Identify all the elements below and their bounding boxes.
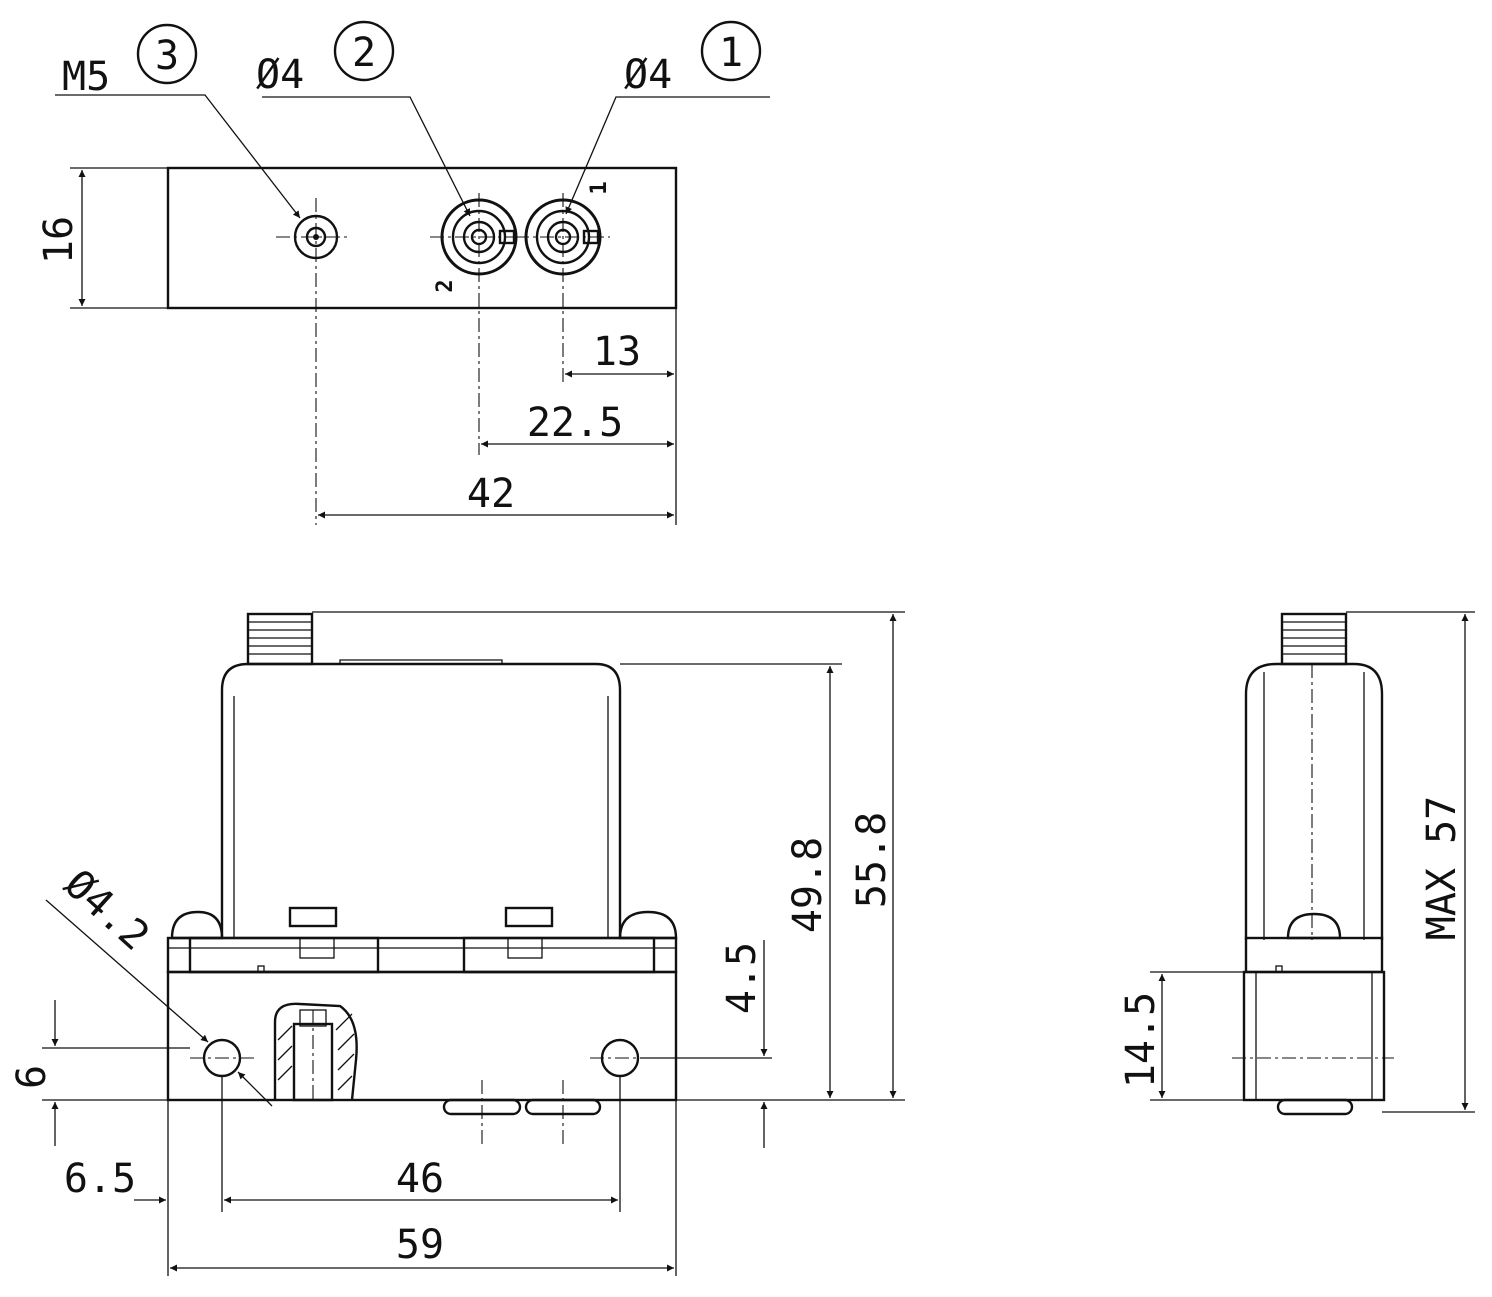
dim-14-5: 14.5 bbox=[1118, 974, 1166, 1098]
top-view: 2 1 3 M5 2 Ø4 1 Ø4 16 bbox=[36, 20, 770, 525]
coil-housing bbox=[220, 662, 622, 938]
dim-59: 59 bbox=[170, 1222, 674, 1272]
port-mark-2: 2 bbox=[433, 279, 458, 292]
dim-14-5-label: 14.5 bbox=[1118, 992, 1164, 1088]
dim-4-5: 4.5 bbox=[719, 940, 768, 1148]
dim-max-57-label: MAX 57 bbox=[1419, 796, 1465, 941]
callout-1: 1 Ø4 bbox=[565, 20, 770, 215]
port-mark-1: 1 bbox=[587, 181, 612, 194]
callout-1-number: 1 bbox=[719, 30, 743, 76]
callout-3-thread: M5 bbox=[62, 54, 110, 100]
dim-6-5-label: 6.5 bbox=[64, 1156, 136, 1202]
top-view-body bbox=[166, 166, 678, 310]
dim-16: 16 bbox=[36, 167, 168, 309]
dim-46: 46 bbox=[224, 1156, 618, 1204]
callout-2-thread: Ø4 bbox=[256, 52, 304, 98]
side-threaded-fitting bbox=[1280, 612, 1348, 666]
dim-22-5-label: 22.5 bbox=[527, 400, 623, 446]
port-1-fitting bbox=[515, 193, 610, 385]
m5-threaded-fitting bbox=[246, 612, 314, 666]
dim-49-8: 49.8 bbox=[785, 666, 834, 1098]
dim-16-label: 16 bbox=[36, 216, 82, 264]
hole-callout: Ø4.2 bbox=[45, 861, 273, 1107]
dim-13-label: 13 bbox=[593, 329, 641, 375]
dim-46-label: 46 bbox=[396, 1156, 444, 1202]
valve-base bbox=[166, 970, 678, 1102]
port-2-fitting bbox=[430, 193, 525, 455]
callout-3: 3 M5 bbox=[55, 23, 301, 219]
dim-max-57: MAX 57 bbox=[1419, 614, 1469, 1110]
dim-4-5-label: 4.5 bbox=[719, 942, 765, 1014]
dim-6-5: 6.5 bbox=[64, 1156, 166, 1204]
dim-22-5: 22.5 bbox=[481, 400, 674, 448]
callout-2: 2 Ø4 bbox=[256, 20, 471, 217]
dim-13: 13 bbox=[565, 329, 674, 378]
port-3-m5 bbox=[276, 198, 350, 525]
dim-55-8-label: 55.8 bbox=[849, 812, 895, 908]
dim-55-8: 55.8 bbox=[849, 614, 897, 1098]
callout-3-number: 3 bbox=[155, 33, 179, 79]
side-view: 14.5 MAX 57 bbox=[1118, 611, 1475, 1116]
dim-6-label: 6 bbox=[9, 1065, 55, 1089]
dim-59-label: 59 bbox=[396, 1222, 444, 1268]
dim-42-label: 42 bbox=[467, 471, 515, 517]
front-view: 49.8 55.8 4.5 6 Ø4.2 6.5 bbox=[9, 611, 905, 1276]
dim-49-8-label: 49.8 bbox=[785, 837, 831, 933]
callout-2-number: 2 bbox=[352, 30, 376, 76]
dim-6: 6 bbox=[9, 1000, 59, 1146]
dim-42: 42 bbox=[318, 471, 674, 519]
callout-1-thread: Ø4 bbox=[624, 52, 672, 98]
hole-callout-label: Ø4.2 bbox=[56, 861, 158, 960]
